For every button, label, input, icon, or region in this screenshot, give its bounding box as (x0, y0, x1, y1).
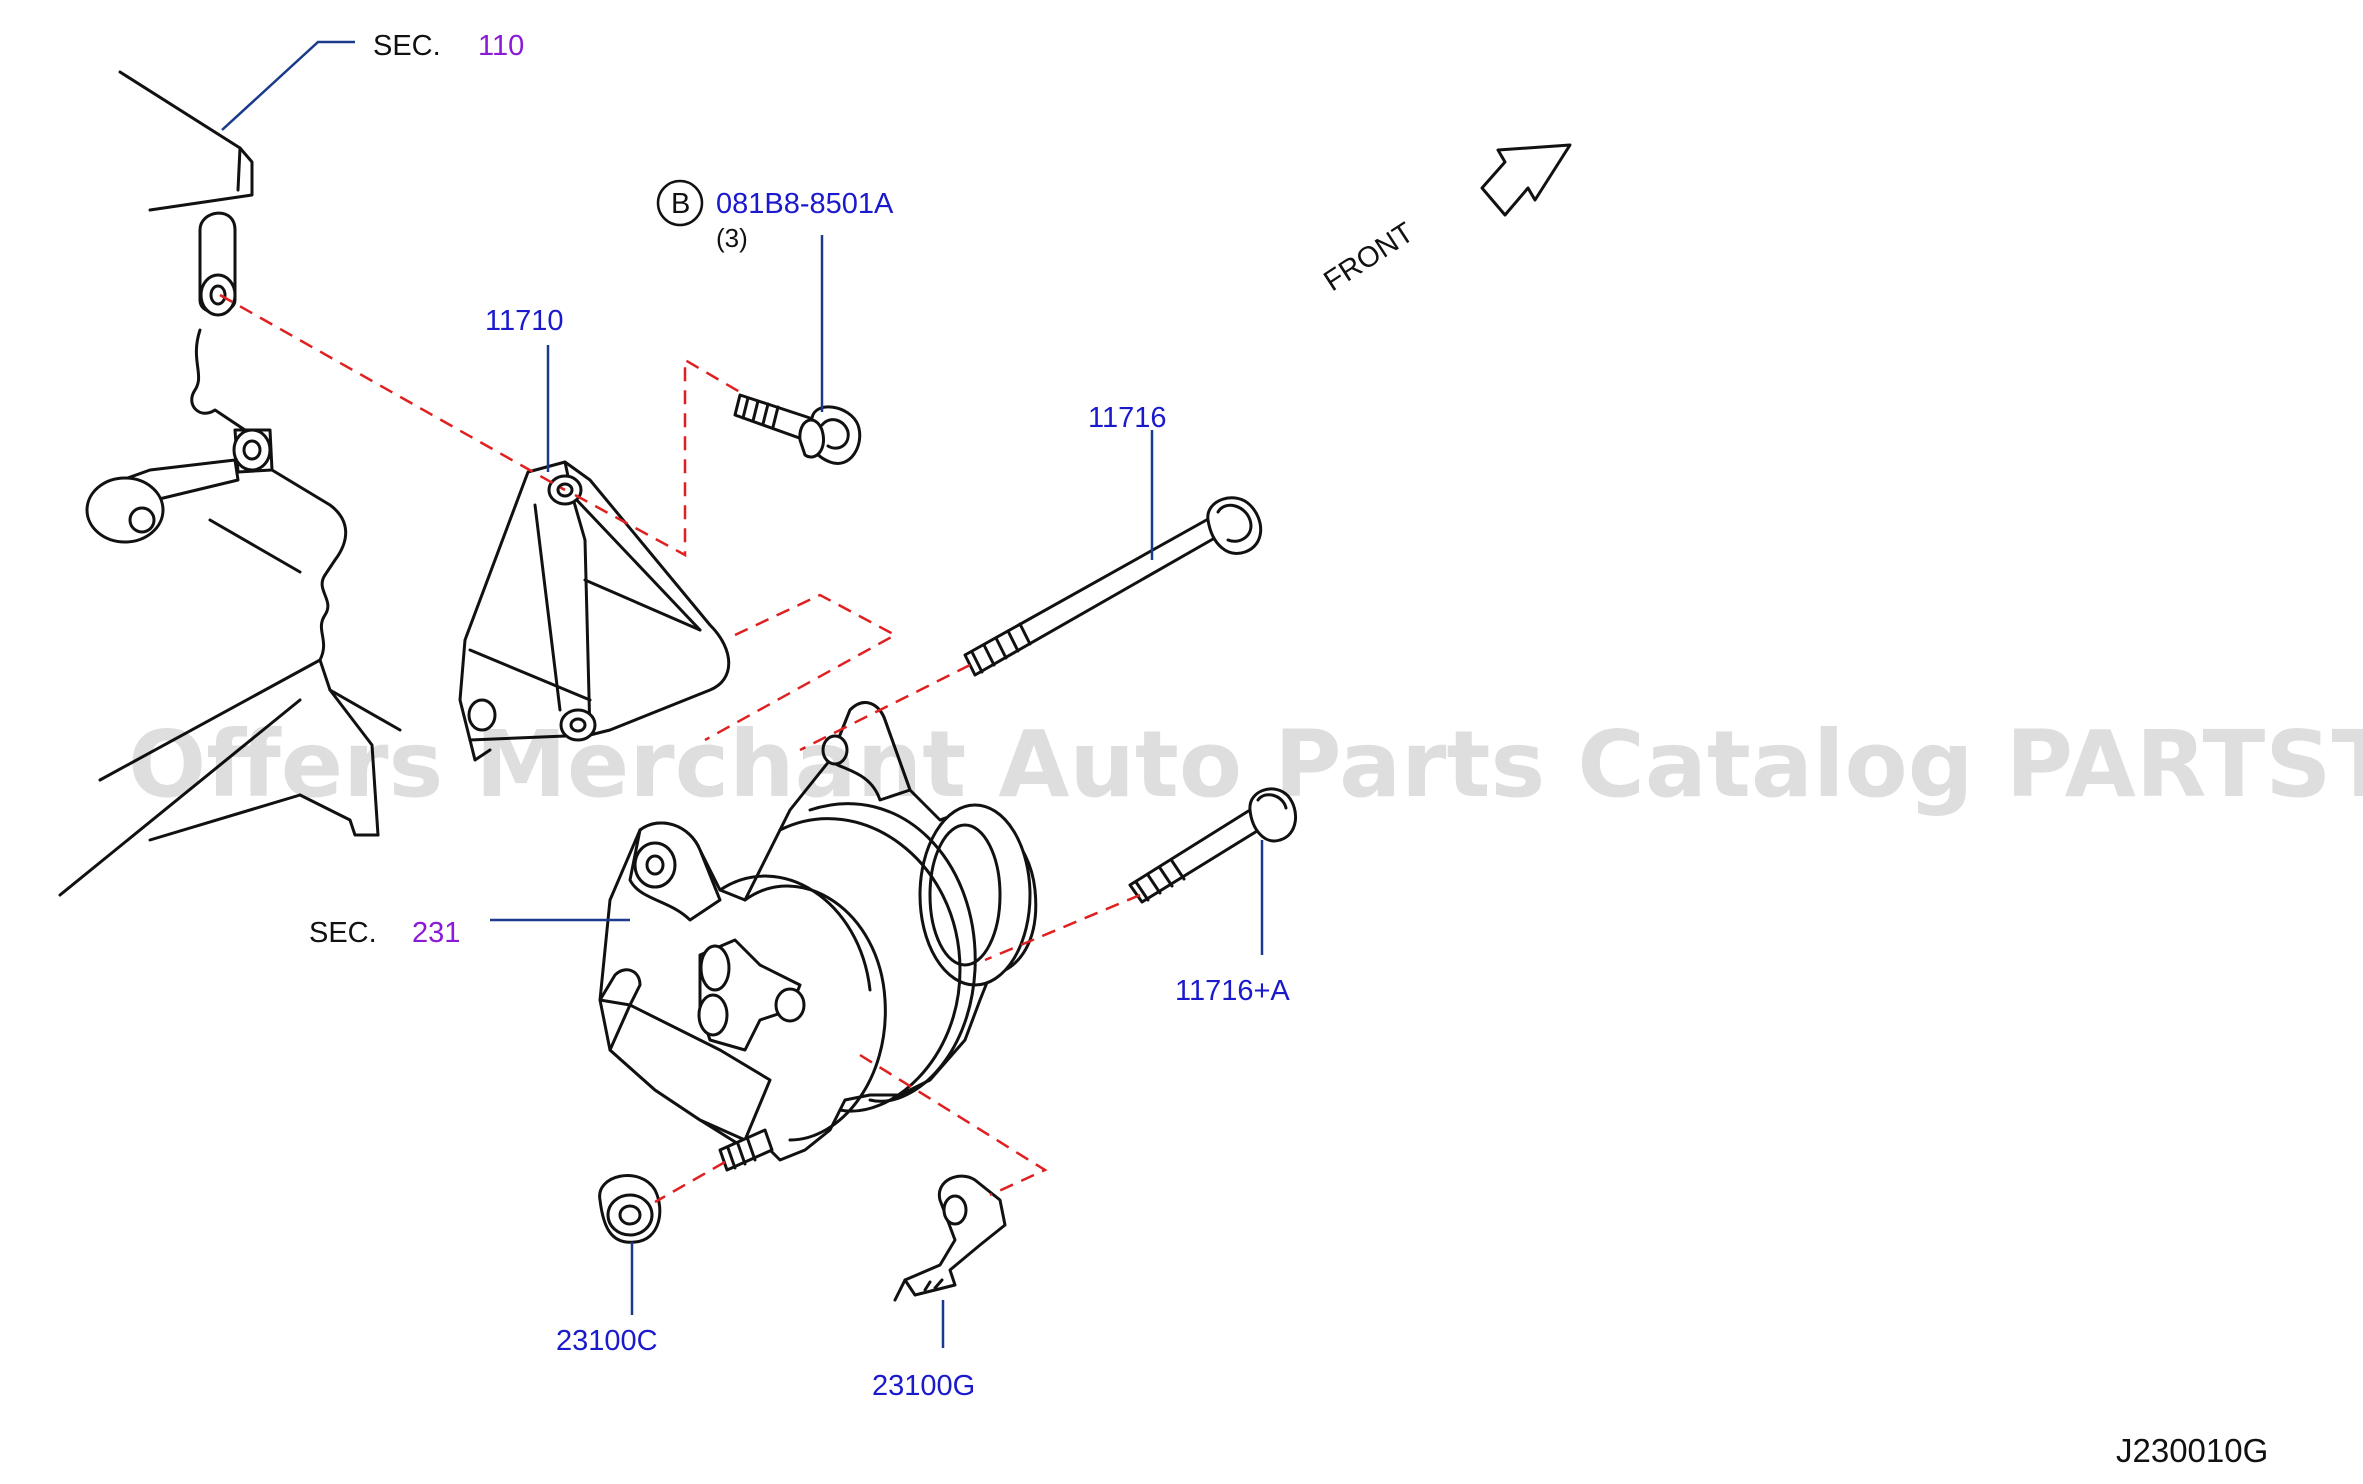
part-23100g[interactable]: 23100G (872, 1370, 975, 1402)
engine-mount-structure (58, 70, 402, 897)
clip-23100g (893, 1174, 1007, 1302)
bracket-11710 (458, 460, 731, 762)
part-11710[interactable]: 11710 (485, 305, 564, 337)
bolt-callout-letter: B (671, 188, 690, 220)
sec-110-prefix: SEC. (373, 30, 441, 62)
sec-110-link[interactable]: 110 (478, 30, 524, 62)
part-11716-a[interactable]: 11716+A (1175, 975, 1290, 1007)
bolt-callout-circle (656, 179, 704, 227)
alternator-sec-231 (598, 701, 1038, 1172)
part-11716[interactable]: 11716 (1088, 402, 1167, 434)
watermark-text: Offers Merchant Auto Parts Catalog PARTS… (128, 711, 2363, 818)
labels: SEC. 110 B 081B8-8501A (3) 11710 11716 S… (309, 30, 2268, 1469)
part-081b8-8501a[interactable]: 081B8-8501A (716, 188, 894, 220)
bolt-quantity: (3) (716, 223, 748, 253)
bolt-11716 (963, 496, 1263, 677)
part-23100c[interactable]: 23100C (556, 1325, 658, 1357)
bolt-11716-a (1128, 787, 1297, 904)
sec-231-prefix: SEC. (309, 917, 377, 949)
front-label: FRONT (1318, 216, 1419, 297)
leader-lines (221, 40, 1264, 1348)
nut-23100c (598, 1174, 662, 1244)
front-arrow-icon (1480, 143, 1572, 217)
sec-231-link[interactable]: 231 (412, 917, 460, 949)
assembly-dashed-lines (219, 293, 1141, 1204)
bolt-081b8-8501a (733, 393, 862, 465)
diagram-id: J230010G (2116, 1432, 2268, 1469)
front-direction-indicator: FRONT (1318, 143, 1572, 298)
